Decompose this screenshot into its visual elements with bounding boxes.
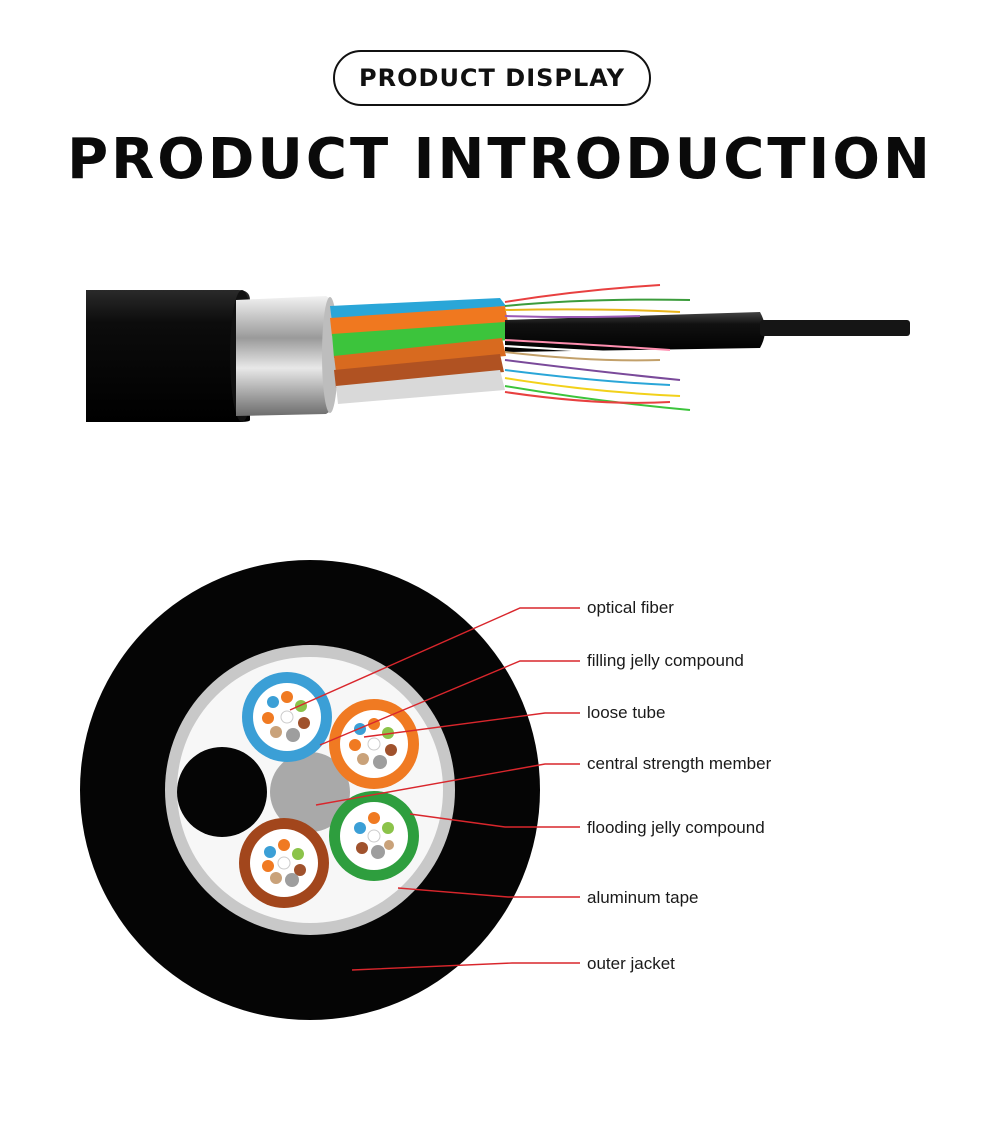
loose-tube-blue xyxy=(242,672,332,762)
label-flooding-jelly-compound: flooding jelly compound xyxy=(587,818,765,837)
leader-outer-jacket xyxy=(351,962,580,971)
label-central-strength-member: central strength member xyxy=(587,754,772,773)
cross-section-diagram xyxy=(80,560,540,1020)
product-display-badge: PRODUCT DISPLAY xyxy=(333,50,651,106)
filler-rod xyxy=(177,747,267,837)
loose-tube-orange xyxy=(329,699,419,789)
cable-central-rod xyxy=(760,320,910,336)
label-filling-jelly-compound: filling jelly compound xyxy=(587,651,744,670)
leader-lines xyxy=(289,607,580,971)
diagram-labels: optical fiber filling jelly compound loo… xyxy=(587,598,772,973)
leader-central-strength xyxy=(315,763,580,806)
leader-loose-tube xyxy=(363,712,580,738)
page-title: PRODUCT INTRODUCTION xyxy=(67,127,933,192)
loose-tube-green xyxy=(329,791,419,881)
leader-flooding-jelly xyxy=(409,813,580,828)
loose-tube-brown xyxy=(239,818,329,908)
label-outer-jacket: outer jacket xyxy=(587,954,675,973)
leader-aluminum-tape xyxy=(397,887,580,898)
cable-photo xyxy=(86,284,910,422)
label-optical-fiber: optical fiber xyxy=(587,598,674,617)
label-loose-tube: loose tube xyxy=(587,703,665,722)
label-aluminum-tape: aluminum tape xyxy=(587,888,699,907)
cable-outer-jacket xyxy=(86,290,250,422)
central-strength-member-core xyxy=(270,752,350,832)
cable-aluminum-tape xyxy=(236,296,332,416)
leader-filling-jelly xyxy=(319,660,580,746)
leader-optical-fiber xyxy=(289,607,580,711)
